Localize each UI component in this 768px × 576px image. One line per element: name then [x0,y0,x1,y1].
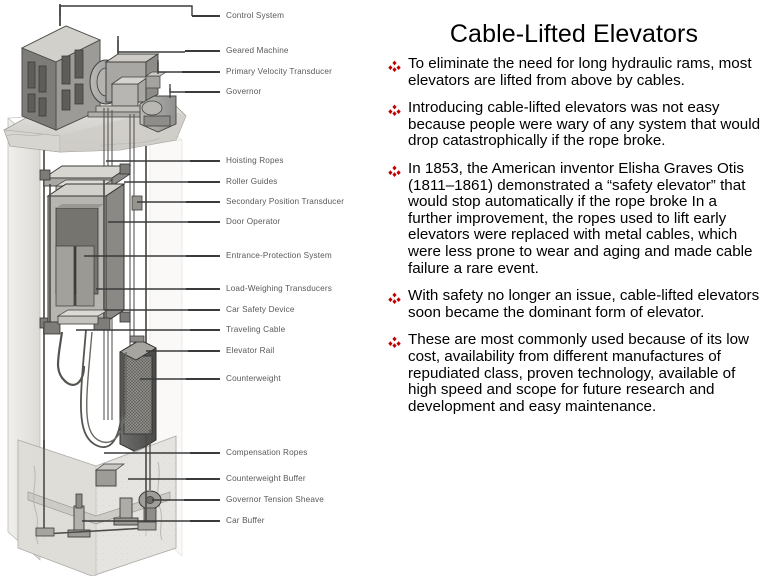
leader-line [186,255,220,258]
callout-label: Secondary Position Transducer [226,197,345,206]
leader-line [184,499,220,502]
callout-label: Compensation Ropes [226,448,308,457]
list-item: In 1853, the American inventor Elisha Gr… [380,159,768,277]
traveling-cable [56,331,86,386]
callout-car-safety-device: Car Safety Device [188,305,295,314]
callout-traveling-cable: Traveling Cable [190,325,286,334]
diamond-cluster-bullet-icon [388,165,408,178]
leader-line [185,91,220,94]
callout-load-weighing-transducers: Load-Weighing Transducers [186,284,333,293]
bullet-list: To eliminate the need for long hydraulic… [380,55,768,426]
callout-primary-velocity-transducer: Primary Velocity Transducer [182,67,332,76]
callout-counterweight: Counterweight [186,374,281,383]
callout-label: Governor [226,87,262,96]
callout-control-system: Control System [192,11,285,20]
callout-label: Counterweight [226,374,281,383]
list-item-text: To eliminate the need for long hydraulic… [408,55,752,89]
governor-tension-sheave [138,430,162,525]
elevator-hoistway-diagram [3,4,187,576]
callout-label: Geared Machine [226,46,289,55]
leader-line [182,71,220,74]
list-item: These are most commonly used because of … [380,332,768,415]
leader-line [188,221,220,224]
leader-line [186,288,220,291]
callout-elevator-rail: Elevator Rail [188,346,275,355]
leader-line [188,309,220,312]
callout-counterweight-buffer: Counterweight Buffer [186,474,306,483]
callout-governor-tension-sheave: Governor Tension Sheave [184,495,324,504]
compensation-sheave [94,463,126,487]
list-item: Introducing cable-lifted elevators was n… [380,99,768,150]
leader-line [186,478,220,481]
list-item-text: In 1853, the American inventor Elisha Gr… [408,159,753,277]
callout-hoisting-ropes: Hoisting Ropes [190,156,284,165]
list-item: With safety no longer an issue, cable-li… [380,287,768,321]
list-item-text: Introducing cable-lifted elevators was n… [408,99,761,150]
geared-machine [87,36,160,118]
leader-line [186,201,220,204]
entrance-protection-system [55,245,95,307]
callout-label: Counterweight Buffer [226,474,306,483]
leader-line [186,378,220,381]
callout-car-buffer: Car Buffer [190,516,265,525]
list-item-text: With safety no longer an issue, cable-li… [408,287,760,321]
leader-line [190,520,220,523]
elevator-car [39,163,132,386]
callout-label: Car Buffer [226,516,265,525]
callout-label: Hoisting Ropes [226,156,284,165]
callout-label: Control System [226,11,285,20]
callout-label: Elevator Rail [226,346,275,355]
counterweight [119,335,157,453]
callout-label: Car Safety Device [226,305,295,314]
callout-geared-machine: Geared Machine [185,46,289,55]
leader-line [190,329,220,332]
callout-label: Entrance-Protection System [226,251,332,260]
callout-label: Governor Tension Sheave [226,495,324,504]
diamond-cluster-bullet-icon [388,104,408,117]
leader-line [188,181,220,184]
callout-secondary-position-transducer: Secondary Position Transducer [186,197,345,206]
compensation-ropes [80,329,127,448]
slide-content-panel: Cable-Lifted Elevators To eliminate the … [380,0,768,576]
diamond-cluster-bullet-icon [388,292,408,305]
list-item-text: These are most commonly used because of … [408,331,750,415]
callout-governor: Governor [185,87,262,96]
leader-line [185,50,220,53]
pit-equipment [35,430,162,538]
control-system-cabinet [20,4,102,131]
diamond-cluster-bullet-icon [388,60,408,73]
hoistway-pit [17,435,177,576]
list-item: To eliminate the need for long hydraulic… [380,55,768,89]
leader-line [188,350,220,353]
callout-label: Primary Velocity Transducer [226,67,332,76]
callout-door-operator: Door Operator [188,217,281,226]
page-title: Cable-Lifted Elevators [449,20,699,48]
governor-unit [139,84,177,133]
callout-label: Traveling Cable [226,325,286,334]
leader-line [190,160,220,163]
callout-label: Roller Guides [226,177,278,186]
leader-line [192,15,220,18]
callout-label: Load-Weighing Transducers [226,284,333,293]
diamond-cluster-bullet-icon [388,336,408,349]
callout-entrance-protection-system: Entrance-Protection System [186,251,332,260]
elevator-diagram-panel: Control System Geared Machine Primary Ve… [0,0,380,576]
callout-label: Door Operator [226,217,281,226]
secondary-position-transducer [131,195,143,211]
leader-line [190,452,220,455]
callout-roller-guides: Roller Guides [188,177,278,186]
callout-compensation-ropes: Compensation Ropes [190,448,308,457]
